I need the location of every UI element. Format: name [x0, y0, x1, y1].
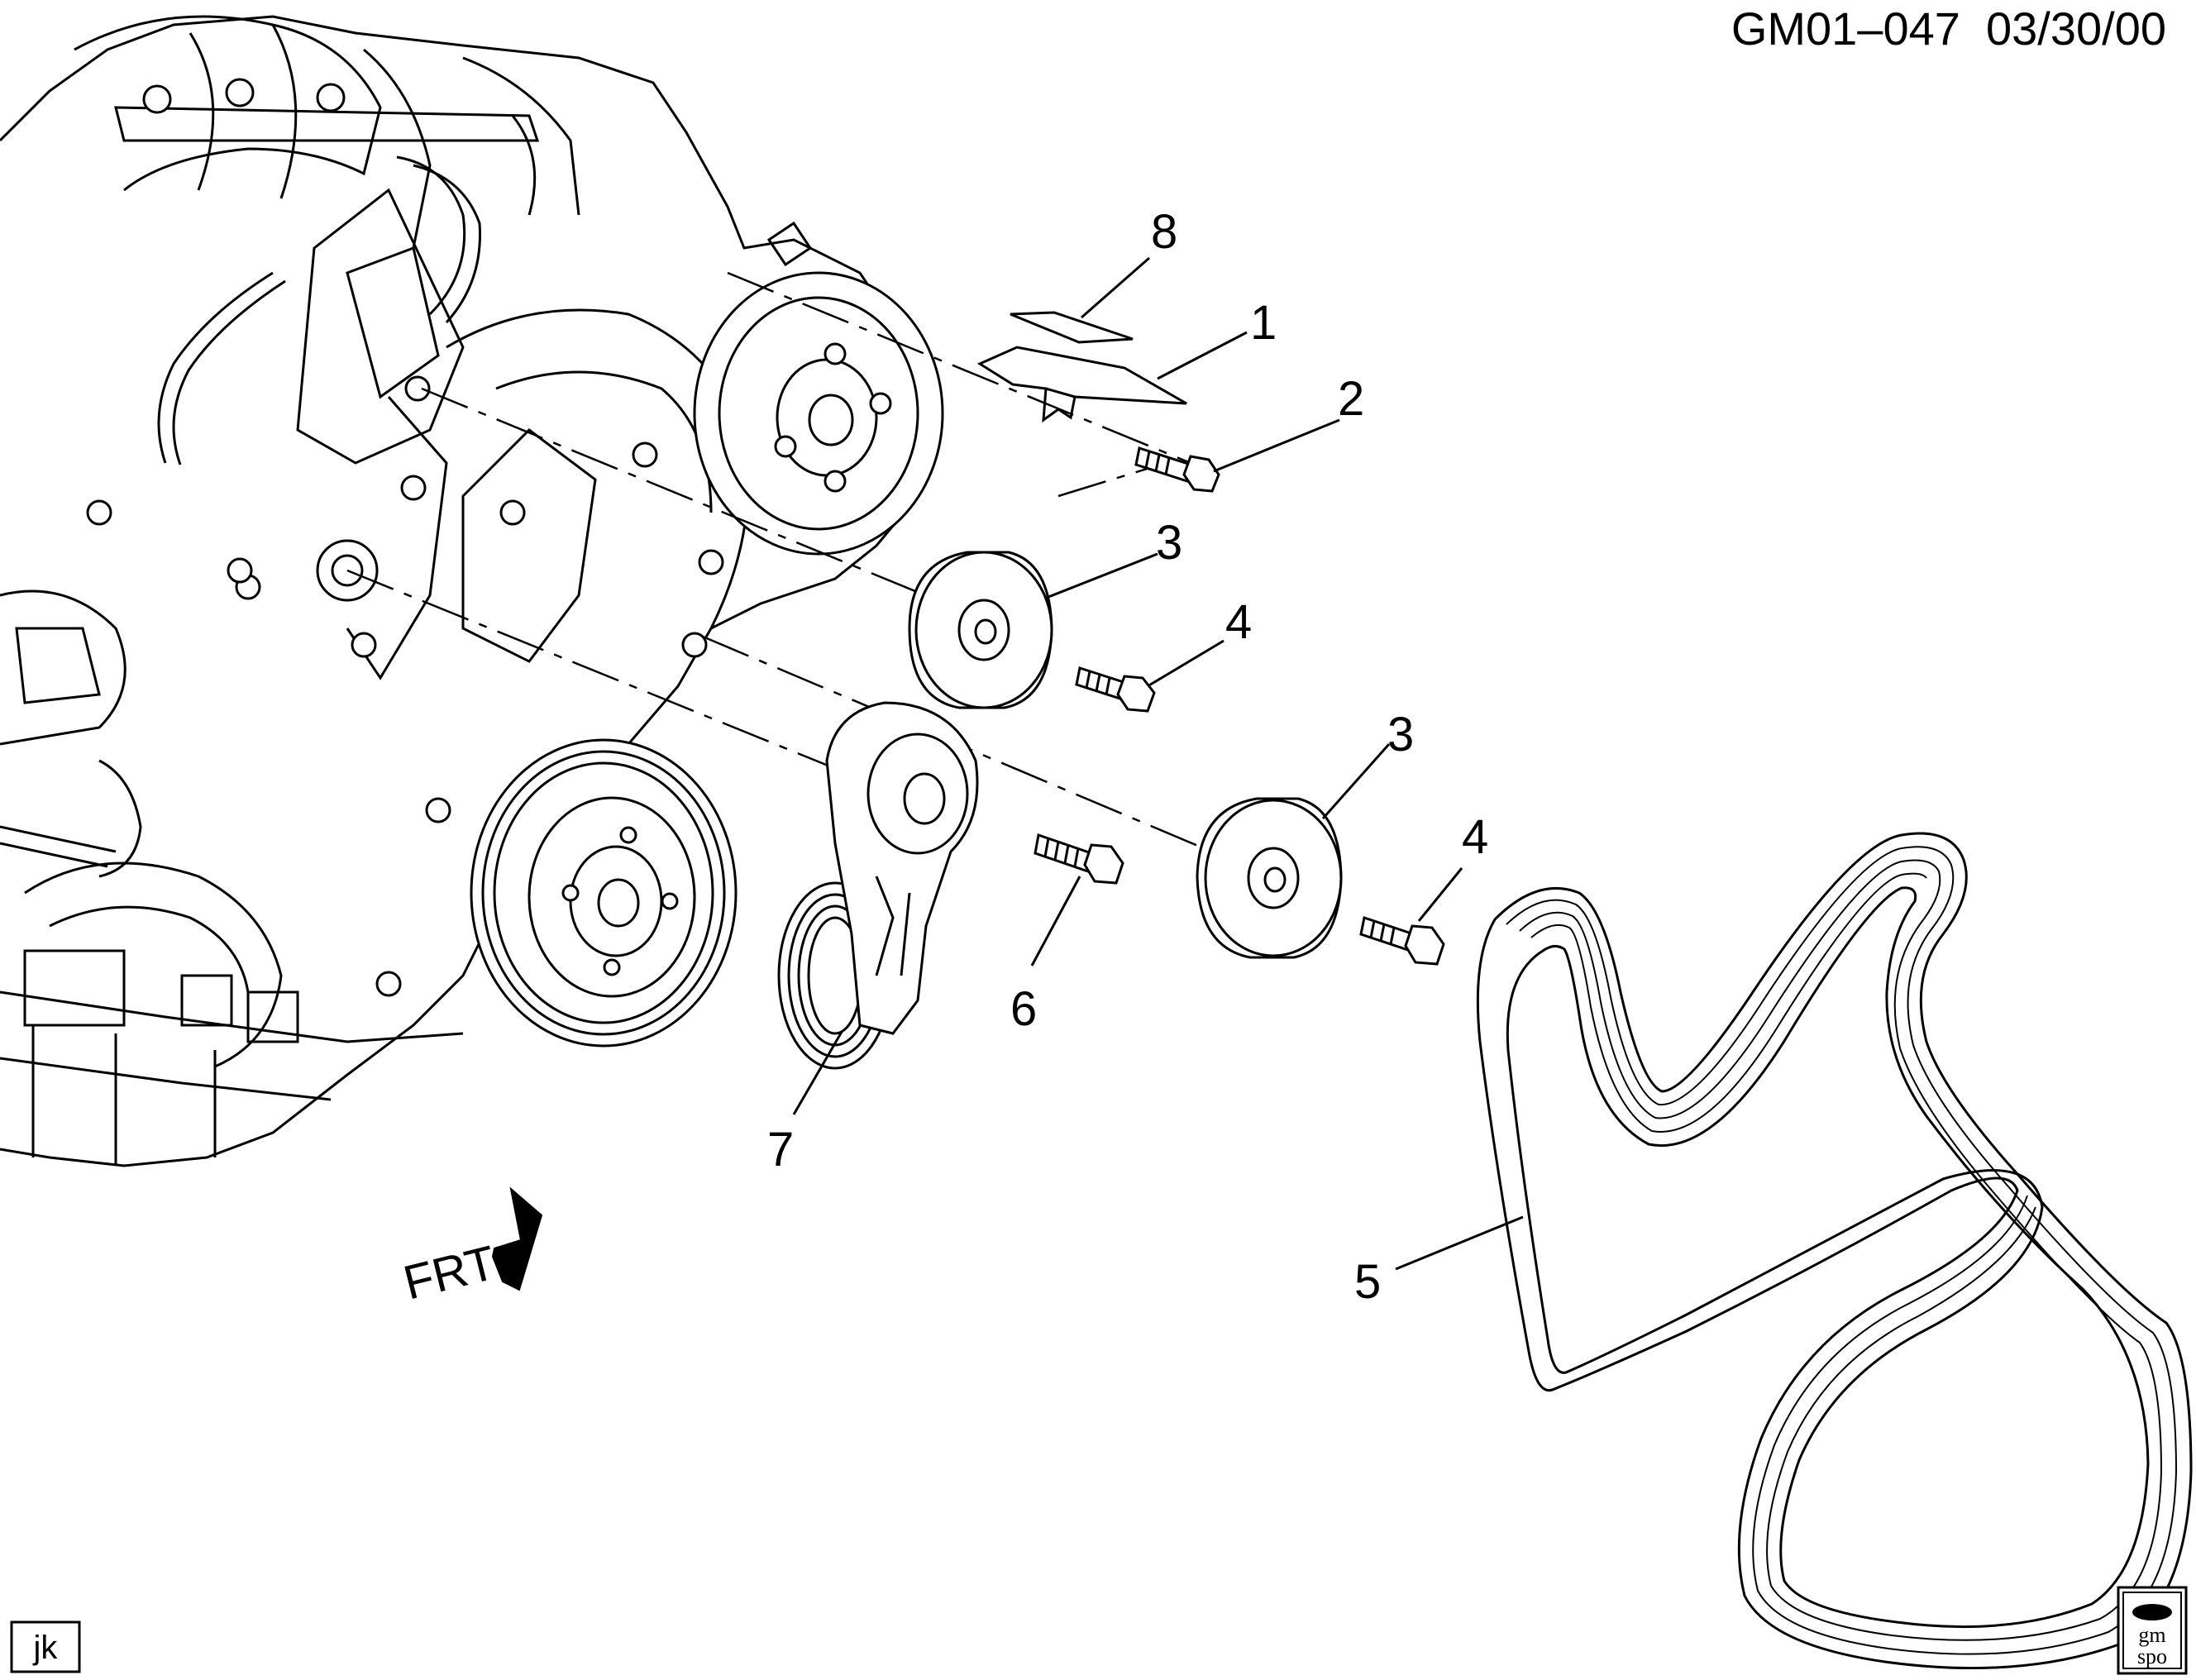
callout-3-upper: 3	[1156, 516, 1182, 570]
callout-1: 1	[1250, 296, 1277, 350]
part-1-bracket	[976, 346, 1187, 423]
corner-tag-text: jk	[33, 1630, 59, 1666]
part-4-bolt-upper	[1075, 666, 1156, 713]
callout-numbers: 8 1 2 3 4 3 4 6 7 5	[767, 205, 1488, 1309]
front-direction-label: FRT	[399, 1236, 501, 1310]
callout-6: 6	[1010, 982, 1037, 1036]
part-7-belt-tensioner	[777, 701, 979, 1070]
part-5-serpentine-belt	[1476, 832, 2193, 1670]
part-4-bolt-lower	[1359, 916, 1445, 966]
callout-4-upper: 4	[1225, 595, 1252, 649]
corner-tag: jk	[10, 1620, 81, 1673]
leader-lines	[792, 256, 1524, 1271]
gm-spo-logo: gm spo	[2117, 1586, 2188, 1675]
drawing-code: GM01–047 03/30/00	[1731, 2, 2166, 55]
alternator-pulley	[693, 221, 944, 556]
callout-4-lower: 4	[1462, 810, 1488, 864]
part-8-shield	[1010, 311, 1134, 344]
front-direction-indicator: FRT	[399, 1186, 543, 1310]
callout-7: 7	[767, 1123, 794, 1176]
logo-mark-icon	[2132, 1604, 2172, 1620]
part-6-bolt	[1034, 833, 1124, 885]
callout-2: 2	[1338, 372, 1364, 426]
part-3-idler-pulley-lower	[1196, 797, 1343, 959]
logo-line-2: spo	[2137, 1644, 2167, 1668]
engine-assembly	[0, 15, 928, 1167]
callout-5: 5	[1354, 1255, 1381, 1309]
logo-line-1: gm	[2138, 1623, 2165, 1647]
callout-8: 8	[1151, 205, 1177, 259]
part-2-bolt	[1134, 446, 1220, 493]
callout-3-lower: 3	[1387, 708, 1414, 761]
front-arrow-icon	[491, 1186, 543, 1291]
part-3-idler-pulley-upper	[908, 551, 1053, 709]
crankshaft-balancer	[470, 738, 738, 1048]
